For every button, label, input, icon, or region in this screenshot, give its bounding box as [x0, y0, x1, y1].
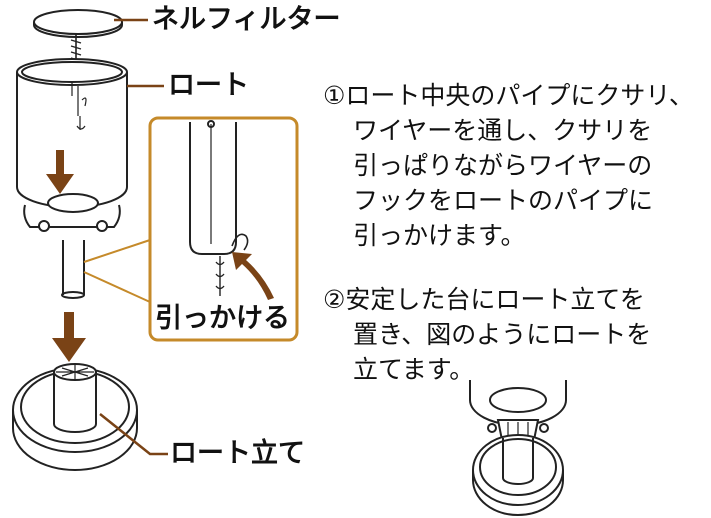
- small-stand-illustration: [469, 380, 567, 516]
- funnel-label: ロート: [168, 70, 249, 101]
- step-line: 引っぱりながらワイヤーの: [353, 151, 653, 180]
- step-line: 引っかけます。: [353, 221, 526, 250]
- step-line: ロート中央のパイプにクサリ、: [345, 81, 694, 110]
- step-line: 置き、図のようにロートを: [353, 320, 652, 349]
- funnel-illustration: [16, 58, 128, 299]
- filter-disc-illustration: [33, 9, 123, 74]
- stand-label: ロート立て: [170, 438, 305, 469]
- filter-label: ネルフィルター: [152, 4, 341, 35]
- curved-arrow-icon: [232, 252, 274, 300]
- instruction-step-1: ①ロート中央のパイプにクサリ、 ワイヤーを通し、クサリを 引っぱりながらワイヤー…: [323, 78, 694, 253]
- down-arrow-icon: [52, 312, 86, 362]
- step-number: ①: [323, 81, 346, 110]
- step-number: ②: [323, 285, 346, 314]
- step-line: 安定した台にロート立てを: [345, 285, 645, 314]
- stand-leader-line: [99, 413, 168, 456]
- step-line: ワイヤーを通し、クサリを: [353, 116, 653, 145]
- down-arrow-icon: [46, 150, 74, 194]
- step-line: フックをロートのパイプに: [353, 186, 654, 215]
- funnel-stand-illustration: [12, 363, 138, 471]
- callout-detail-illustration: [189, 120, 249, 296]
- hook-label: 引っかける: [155, 303, 290, 334]
- instruction-step-2: ②安定した台にロート立てを 置き、図のようにロートを 立てます。: [323, 282, 651, 387]
- step-line: 立てます。: [353, 355, 475, 384]
